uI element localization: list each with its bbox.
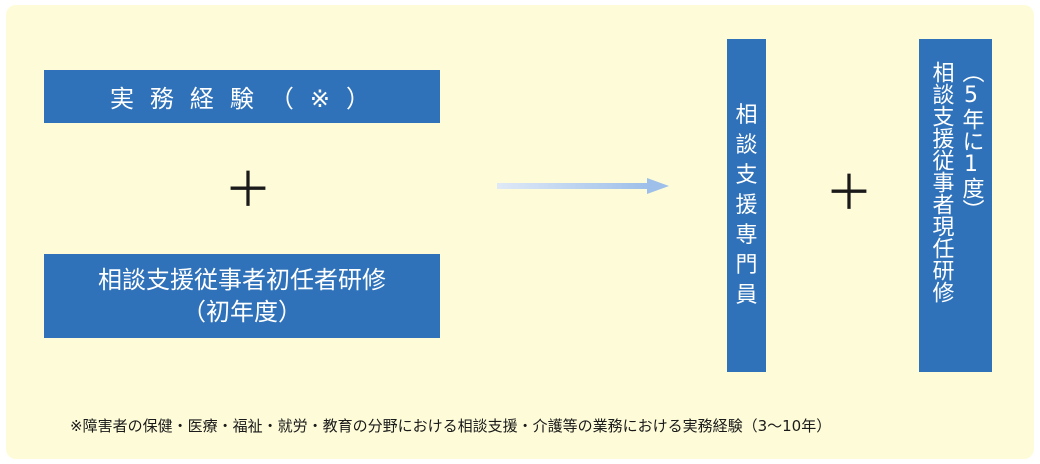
specialist-char: 援: [735, 192, 758, 218]
refresher-training-title: 相談支援従事者現任研修: [928, 61, 954, 303]
plus-sign-right: ＋: [825, 165, 874, 221]
practical-experience-box: 実務経験（※）: [44, 70, 440, 123]
initial-training-box: 相談支援従事者初任者研修 （初年度）: [44, 254, 440, 338]
consultation-support-specialist-box: 相 談 支 援 専 門 員: [727, 39, 766, 372]
specialist-char: 支: [735, 162, 758, 188]
practical-experience-label: 実務経験（※）: [109, 85, 387, 113]
specialist-char: 談: [735, 132, 758, 158]
initial-training-year: （初年度）: [182, 298, 302, 326]
arrow-right-icon: [497, 178, 669, 194]
refresher-training-box: 相談支援従事者現任研修 （5年に1度）: [919, 39, 992, 372]
specialist-char: 相: [735, 102, 758, 128]
footnote: ※障害者の保健・医療・福祉・就労・教育の分野における相談支援・介護等の業務におけ…: [70, 417, 832, 435]
specialist-char: 員: [735, 282, 758, 308]
specialist-char: 専: [735, 222, 758, 248]
initial-training-title: 相談支援従事者初任者研修: [98, 266, 386, 294]
refresher-training-period: （5年に1度）: [958, 61, 984, 221]
specialist-char: 門: [735, 252, 758, 278]
plus-sign-left: ＋: [224, 162, 273, 218]
